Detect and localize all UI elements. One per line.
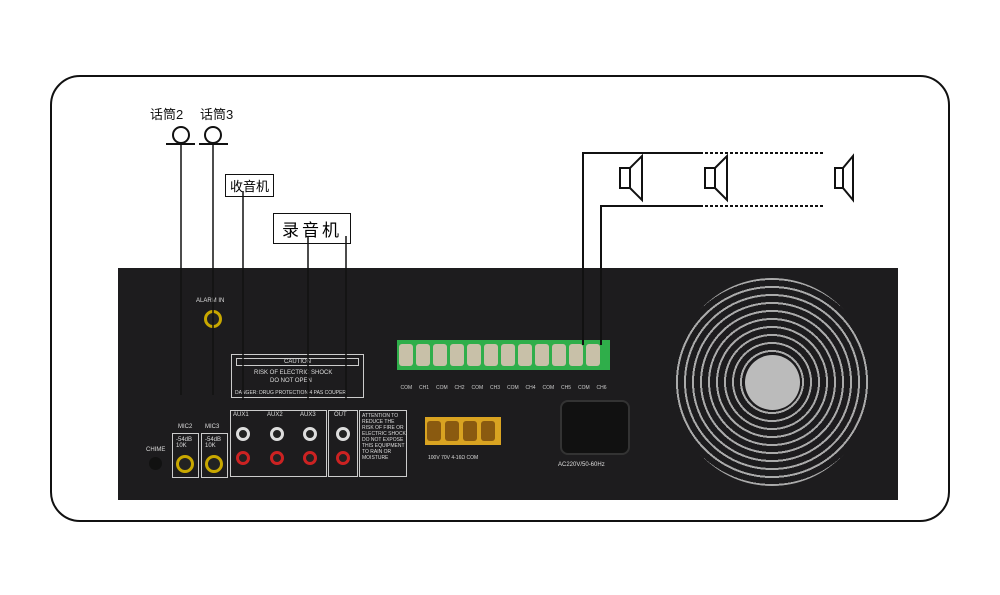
alarm-in-label: ALARM IN — [196, 298, 225, 304]
output-terminal-block[interactable] — [425, 417, 501, 445]
aux1-red-jack[interactable] — [236, 451, 250, 465]
aux3-white-jack[interactable] — [303, 427, 317, 441]
aux3-red-jack[interactable] — [303, 451, 317, 465]
out-box — [328, 410, 358, 477]
mic2-jack[interactable] — [176, 455, 194, 473]
aux3-label: AUX3 — [300, 412, 316, 418]
speaker-terminal-block[interactable] — [397, 340, 610, 370]
caution-label: CAUTION RISK OF ELECTRIC SHOCK DO NOT OP… — [231, 354, 364, 398]
out-label: OUT — [334, 412, 347, 418]
chime-label: CHIME — [146, 447, 166, 453]
aux1-white-jack[interactable] — [236, 427, 250, 441]
mic2-panel-label: MIC2 — [178, 424, 193, 430]
mic2-label: 话筒2 — [150, 107, 184, 122]
mic3-panel-label: MIC3 — [205, 424, 220, 430]
power-socket[interactable] — [560, 400, 630, 455]
recorder-label: 录音机 — [273, 213, 351, 244]
out-white-jack[interactable] — [336, 427, 350, 441]
aux-box — [230, 410, 327, 477]
fan-hub — [745, 355, 800, 410]
diagram-frame — [50, 75, 950, 522]
mic3-jack[interactable] — [205, 455, 223, 473]
aux2-white-jack[interactable] — [270, 427, 284, 441]
chime-jack[interactable] — [149, 457, 162, 470]
aux1-label: AUX1 — [233, 412, 249, 418]
mic2-box: -54dB 10K — [172, 433, 199, 478]
out-red-jack[interactable] — [336, 451, 350, 465]
power-label: AC220V/50-60Hz — [558, 462, 605, 468]
aux2-label: AUX2 — [267, 412, 283, 418]
radio-label: 收音机 — [225, 174, 275, 197]
attention-box: ATTENTION TO REDUCE THE RISK OF FIRE OR … — [359, 410, 407, 477]
mic3-label: 话筒3 — [200, 107, 234, 122]
mic3-box: -54dB 10K — [201, 433, 228, 478]
output-terminal-label: 100V 70V 4-16Ω COM — [428, 455, 479, 461]
aux2-red-jack[interactable] — [270, 451, 284, 465]
